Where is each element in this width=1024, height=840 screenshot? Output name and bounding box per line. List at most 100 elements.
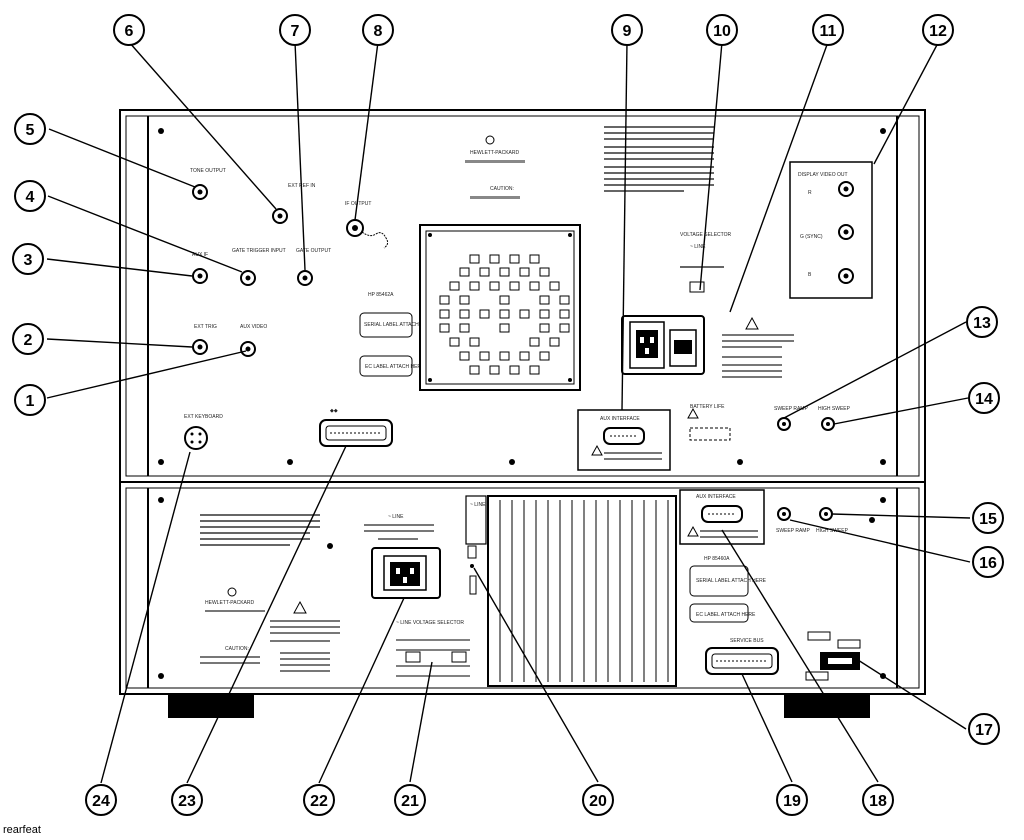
svg-text:23: 23 [178, 793, 196, 810]
lower-sweep-ramp-connector[interactable] [777, 507, 791, 521]
fan-grille [419, 224, 581, 391]
callout-9: 9 [611, 14, 643, 46]
svg-text:22: 22 [310, 793, 328, 810]
callout-14: 14 [968, 382, 1000, 414]
upper-ec-label: EC LABEL ATTACH HERE [365, 364, 425, 370]
lower-aux-interface-label: AUX INTERFACE [696, 494, 736, 500]
callout-18: 18 [862, 784, 894, 816]
callout-20: 20 [582, 784, 614, 816]
callout-12: 12 [922, 14, 954, 46]
callout-19: 19 [776, 784, 808, 816]
gate-trigger-input-label: GATE TRIGGER INPUT [232, 248, 286, 254]
upper-serial-label: SERIAL LABEL ATTACH HERE [364, 322, 435, 328]
svg-text:20: 20 [589, 793, 607, 810]
hpib-connector[interactable] [319, 419, 393, 447]
line-voltage-selector[interactable]: ~ LINE VOLTAGE SELECTOR [396, 620, 470, 677]
svg-text:17: 17 [975, 722, 993, 739]
battery-life-label: BATTERY LIFE [690, 404, 725, 410]
lower-serial-label: SERIAL LABEL ATTACH HERE [696, 578, 767, 584]
heat-sink [487, 495, 677, 687]
voltage-selector-label: VOLTAGE SELECTOR [680, 232, 732, 238]
svg-text:16: 16 [979, 555, 997, 572]
upper-hp-label: HEWLETT-PACKARD [470, 150, 519, 156]
callout-8: 8 [362, 14, 394, 46]
aux-video-connector[interactable] [240, 341, 256, 357]
svg-text:14: 14 [975, 391, 993, 408]
hpib-label: ◆◆ [330, 408, 338, 414]
callout-21: 21 [394, 784, 426, 816]
lower-power-entry[interactable] [371, 547, 441, 599]
ext-trig-connector[interactable] [192, 339, 208, 355]
line-service-switch[interactable] [465, 495, 487, 595]
upper-caution-title: CAUTION: [490, 186, 514, 192]
gate-output-connector[interactable] [297, 270, 313, 286]
address-switch[interactable] [805, 631, 861, 681]
figure-caption: rearfeat [3, 824, 41, 836]
svg-text:9: 9 [623, 23, 632, 40]
callout-4: 4 [14, 180, 46, 212]
callout-23: 23 [171, 784, 203, 816]
video-b-connector[interactable] [838, 268, 854, 284]
service-bus-connector[interactable] [705, 647, 779, 675]
upper-power-entry[interactable] [621, 315, 705, 375]
tone-output-connector[interactable] [192, 184, 208, 200]
g-sync-label: G (SYNC) [800, 234, 823, 240]
upper-aux-interface[interactable] [577, 409, 671, 471]
video-g-connector[interactable] [838, 224, 854, 240]
gate-trigger-input-connector[interactable] [240, 270, 256, 286]
tone-output-label: TONE OUTPUT [190, 168, 226, 174]
lower-high-sweep-label: HIGH SWEEP [816, 528, 849, 534]
lower-model-label: HP 85460A [704, 556, 730, 562]
aux-video-label: AUX VIDEO [240, 324, 267, 330]
callout-17: 17 [968, 713, 1000, 745]
upper-aux-interface-label: AUX INTERFACE [600, 416, 640, 422]
callout-leaders [46, 41, 971, 784]
svg-text:13: 13 [973, 315, 991, 332]
upper-model-label: HP 85462A [368, 292, 394, 298]
lower-line-label: ~ LINE [388, 514, 404, 520]
callout-6: 6 [113, 14, 145, 46]
upper-sweep-ramp-label: SWEEP RAMP [774, 406, 808, 412]
display-video-out-panel: DISPLAY VIDEO OUT R G (SYNC) B [789, 161, 873, 299]
svg-text:8: 8 [374, 23, 383, 40]
ext-keyboard-connector[interactable] [184, 426, 208, 450]
display-video-out-label: DISPLAY VIDEO OUT [798, 172, 848, 178]
lower-ec-label: EC LABEL ATTACH HERE [696, 612, 756, 618]
callout-5: 5 [14, 113, 46, 145]
svg-text:4: 4 [26, 189, 35, 206]
svg-text:24: 24 [92, 793, 110, 810]
upper-high-sweep-label: HIGH SWEEP [818, 406, 851, 412]
lower-aux-interface[interactable] [679, 489, 765, 545]
svg-text:21: 21 [401, 793, 419, 810]
foot-left [168, 694, 254, 718]
upper-sweep-ramp-connector[interactable] [777, 417, 791, 431]
svg-text:2: 2 [24, 332, 33, 349]
r-label: R [808, 190, 812, 196]
svg-text:11: 11 [820, 23, 837, 40]
lower-high-sweep-connector[interactable] [819, 507, 833, 521]
svg-text:18: 18 [869, 793, 887, 810]
lower-sweep-ramp-label: SWEEP RAMP [776, 528, 810, 534]
callout-11: 11 [812, 14, 844, 46]
ext-ref-in-connector[interactable] [272, 208, 288, 224]
svg-text:10: 10 [713, 23, 731, 40]
upper-high-sweep-connector[interactable] [821, 417, 835, 431]
callout-3: 3 [12, 243, 44, 275]
video-r-connector[interactable] [838, 181, 854, 197]
callout-24: 24 [85, 784, 117, 816]
callout-7: 7 [279, 14, 311, 46]
callout-2: 2 [12, 323, 44, 355]
upper-line-label: ~ LINE [690, 244, 706, 250]
aux-if-connector[interactable] [192, 268, 208, 284]
svg-text:3: 3 [24, 252, 33, 269]
line-voltage-selector-label: ~ LINE VOLTAGE SELECTOR [396, 620, 464, 626]
if-output-label: IF OUTPUT [345, 201, 371, 207]
upper-unit: TONE OUTPUT EXT REF IN AUX IF GATE TRIGG… [119, 109, 926, 483]
lower-hp-label: HEWLETT-PACKARD [205, 600, 254, 606]
callout-16: 16 [972, 546, 1004, 578]
callout-13: 13 [966, 306, 998, 338]
svg-text:5: 5 [26, 122, 35, 139]
b-label: B [808, 272, 812, 278]
